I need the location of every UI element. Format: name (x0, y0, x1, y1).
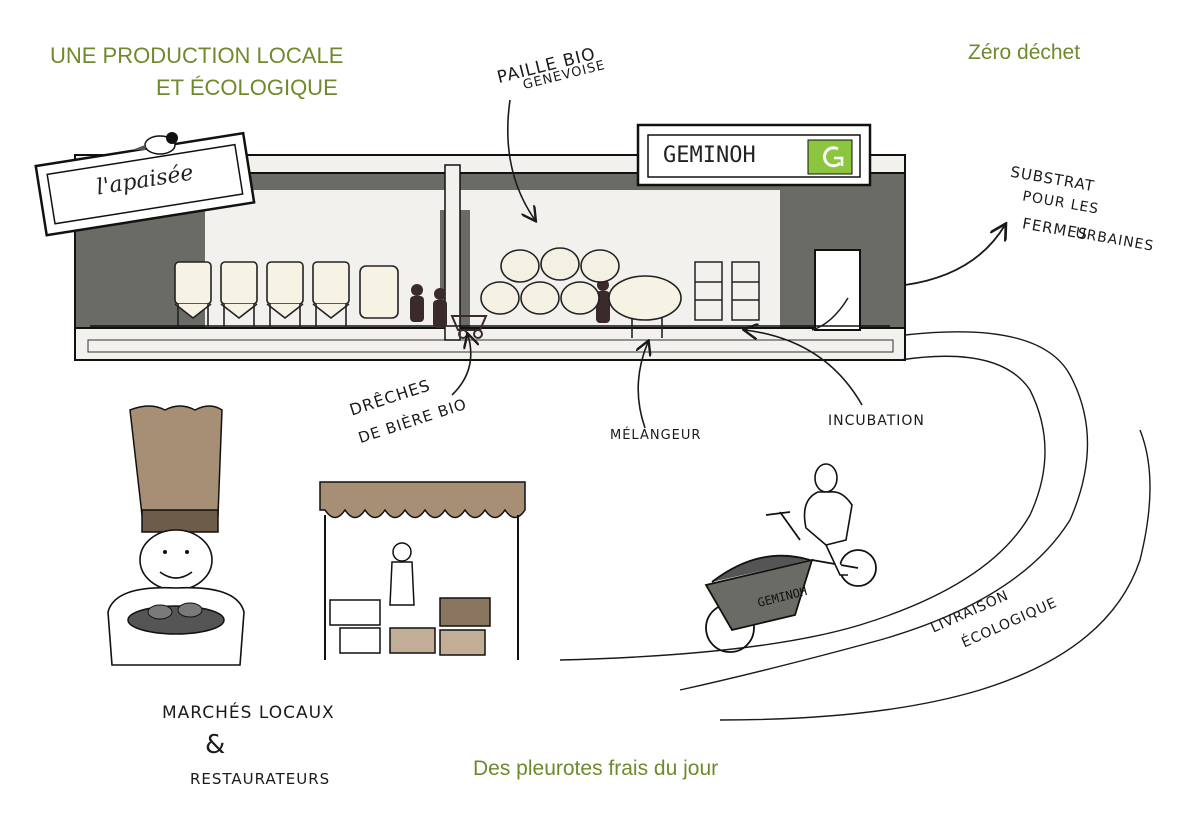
label-markets-1: MARCHÉS LOCAUX (162, 703, 335, 723)
sign-label-geminoh: GEMINOH (663, 143, 756, 168)
arrow-mixer (638, 342, 648, 429)
mixer-machine (608, 275, 682, 338)
rider-figure (803, 463, 853, 576)
label-markets-2: RESTAURATEURS (190, 770, 331, 788)
arrow-straw (507, 99, 535, 220)
cargo-bike (704, 511, 877, 653)
road (559, 331, 1151, 721)
heading-zero-waste: Zéro déchet (968, 41, 1081, 64)
market-stall (319, 481, 526, 660)
arrow-incubation (745, 330, 863, 406)
label-markets-ampersand: & (205, 730, 227, 760)
arrow-inside-door (811, 297, 849, 331)
bird-icon (132, 132, 178, 155)
heading-local-line1: UNE PRODUCTION LOCALE (50, 43, 344, 68)
straw-bales (480, 247, 620, 315)
label-mixer: MÉLANGEUR (610, 428, 702, 443)
geminoh-logo-icon (822, 146, 844, 168)
incubation-shelves (694, 261, 760, 321)
arrow-substrate (904, 225, 1005, 286)
label-incubation: INCUBATION (828, 413, 925, 429)
arrow-spent-grain (451, 335, 471, 396)
heading-local-line2: ET ÉCOLOGIQUE (156, 75, 338, 100)
heading-fresh-mushrooms: Des pleurotes frais du jour (473, 757, 719, 780)
chef-figure (107, 405, 245, 666)
fermentation-tanks (174, 261, 399, 328)
sign-geminoh (636, 123, 872, 187)
